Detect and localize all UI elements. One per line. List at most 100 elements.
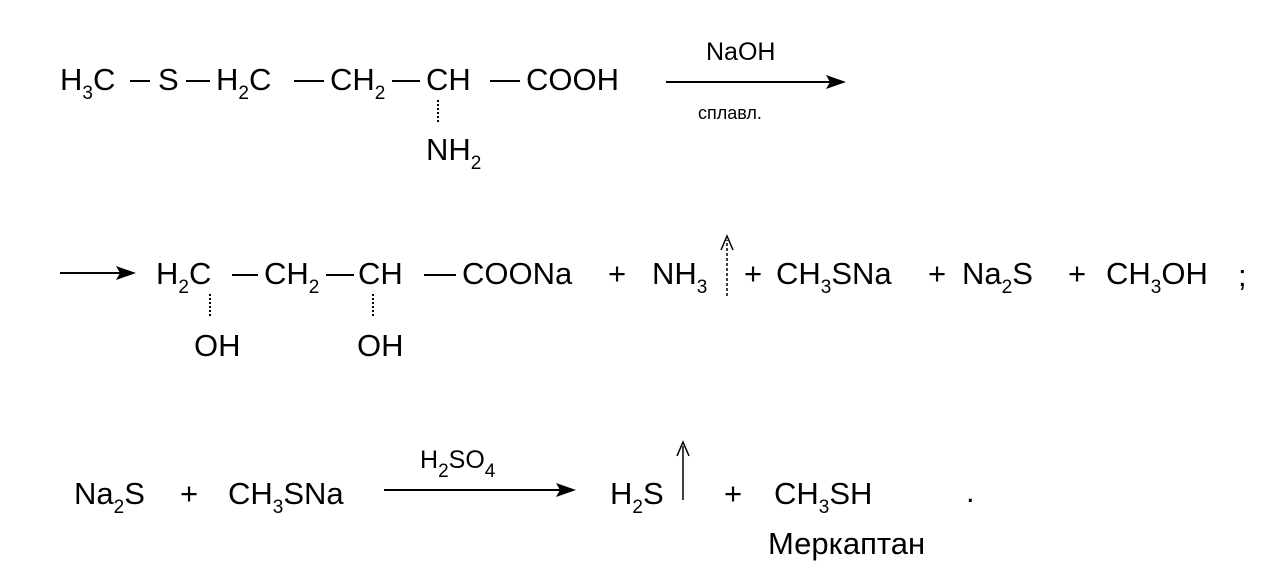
r3-product-label-text: Меркаптан [768,526,926,561]
r2-semicolon: ; [1238,260,1247,291]
r2-plus-2-text: + [744,256,763,291]
r1-nh2-bond [437,100,439,122]
r1-h2c-h: H [216,62,239,97]
r1-bond-3 [294,80,324,82]
r2-ch3oh-text: CH [1106,256,1151,291]
r2-oh1-bond [209,294,211,316]
r2-bond-2 [326,274,354,276]
r2-plus-4: + [1068,258,1086,289]
r2-na2s-rest: S [1012,256,1033,291]
r1-ch2: CH2 [330,62,385,103]
r3-h2s-gas-up-arrow [676,440,690,500]
r3-ch3sna-sub: 3 [272,497,284,518]
r3-reagent-sub1: 2 [438,461,449,482]
r1-nh2-sub: 2 [470,153,482,174]
r1-ch-text: CH [426,62,471,97]
r1-h3c-h: H [60,62,83,97]
r3-period-text: . [966,474,975,509]
r3-ch3sna-text: CH [228,476,273,511]
r2-nh3-sub: 3 [696,277,708,298]
r3-ch3sna-rest: SNa [283,476,344,511]
r1-h3c: H3C [60,62,116,103]
r1-h2c: H2C [216,62,272,103]
r1-bond-5 [490,80,520,82]
r3-period: . [966,476,975,507]
r1-reagent-top: NaOH [706,40,775,65]
r1-bond-1 [130,80,150,82]
r2-plus-3: + [928,258,946,289]
r2-ch3sna-sub: 3 [820,277,832,298]
r3-ch3sh-rest: SH [829,476,873,511]
r2-bond-1 [232,274,258,276]
r2-h2c-sub: 2 [178,277,189,298]
r2-ch-text: CH [358,256,403,291]
r2-plus-3-text: + [928,256,947,291]
r2-ch2-sub: 2 [308,277,320,298]
r2-oh1-text: OH [194,328,241,363]
r2-continuation-arrow [60,266,136,280]
r2-na2s: Na2S [962,256,1033,297]
r3-na2s-text: Na [74,476,114,511]
r1-ch2-text: CH [330,62,375,97]
r2-oh2-bond [372,294,374,316]
r2-ch3sna-text: CH [776,256,821,291]
r3-reagent-sub2: 4 [484,461,496,482]
r3-plus-1: + [180,478,198,509]
r2-plus-1-text: + [608,256,627,291]
r2-nh3-text: NH [652,256,697,291]
r2-na2s-sub: 2 [1001,277,1013,298]
r2-h2c: H2C [156,256,212,297]
r1-cooh: COOH [526,64,619,95]
r2-h2c-h: H [156,256,179,291]
r2-h2c-c: C [188,256,212,291]
r3-na2s-rest: S [124,476,145,511]
r2-oh1: OH [194,330,241,361]
r2-ch3oh: CH3OH [1106,256,1208,297]
r2-ch2-text: CH [264,256,309,291]
r1-nh2-text: NH [426,132,471,167]
r1-bond-4 [392,80,420,82]
r3-reagent-mid: SO [448,446,485,474]
r3-h2s-sub: 2 [632,497,643,518]
r3-h2s-text: H [610,476,633,511]
r1-cooh-text: COOH [526,62,619,97]
r2-ch3oh-rest: OH [1161,256,1208,291]
r1-h2c-c: C [248,62,272,97]
r1-nh2: NH2 [426,132,481,173]
r3-reagent: H2SO4 [420,446,495,482]
r2-plus-4-text: + [1068,256,1087,291]
r1-h2c-sub: 2 [238,83,249,104]
r1-s: S [158,64,179,95]
r1-bond-2 [186,80,210,82]
r1-s-text: S [158,62,179,97]
r3-reaction-arrow [384,483,576,497]
r3-na2s: Na2S [74,476,145,517]
r3-product-label: Меркаптан [768,528,925,559]
r3-ch3sna: CH3SNa [228,476,344,517]
r1-ch: CH [426,64,471,95]
r2-ch2: CH2 [264,256,319,297]
r2-ch: CH [358,258,403,289]
r1-reaction-arrow [666,75,846,89]
r3-plus-2-text: + [724,476,743,511]
r2-oh2: OH [357,330,404,361]
r2-plus-2: + [744,258,762,289]
r3-plus-2: + [724,478,742,509]
r2-coona: COONa [462,258,572,289]
r3-h2s: H2S [610,476,664,517]
r1-h3c-sub: 3 [82,83,93,104]
r1-h3c-c: C [92,62,116,97]
r2-ch3sna: CH3SNa [776,256,892,297]
r3-na2s-sub: 2 [113,497,125,518]
r2-ch3sna-rest: SNa [831,256,892,291]
r2-nh3-gas-up-arrow [720,234,734,296]
r3-h2s-rest: S [642,476,664,511]
r2-bond-3 [424,274,456,276]
r3-plus-1-text: + [180,476,199,511]
r3-ch3sh-text: CH [774,476,819,511]
r2-oh2-text: OH [357,328,404,363]
r3-reagent-h: H [420,446,439,474]
r2-nh3: NH3 [652,256,707,297]
r3-ch3sh-sub: 3 [818,497,830,518]
